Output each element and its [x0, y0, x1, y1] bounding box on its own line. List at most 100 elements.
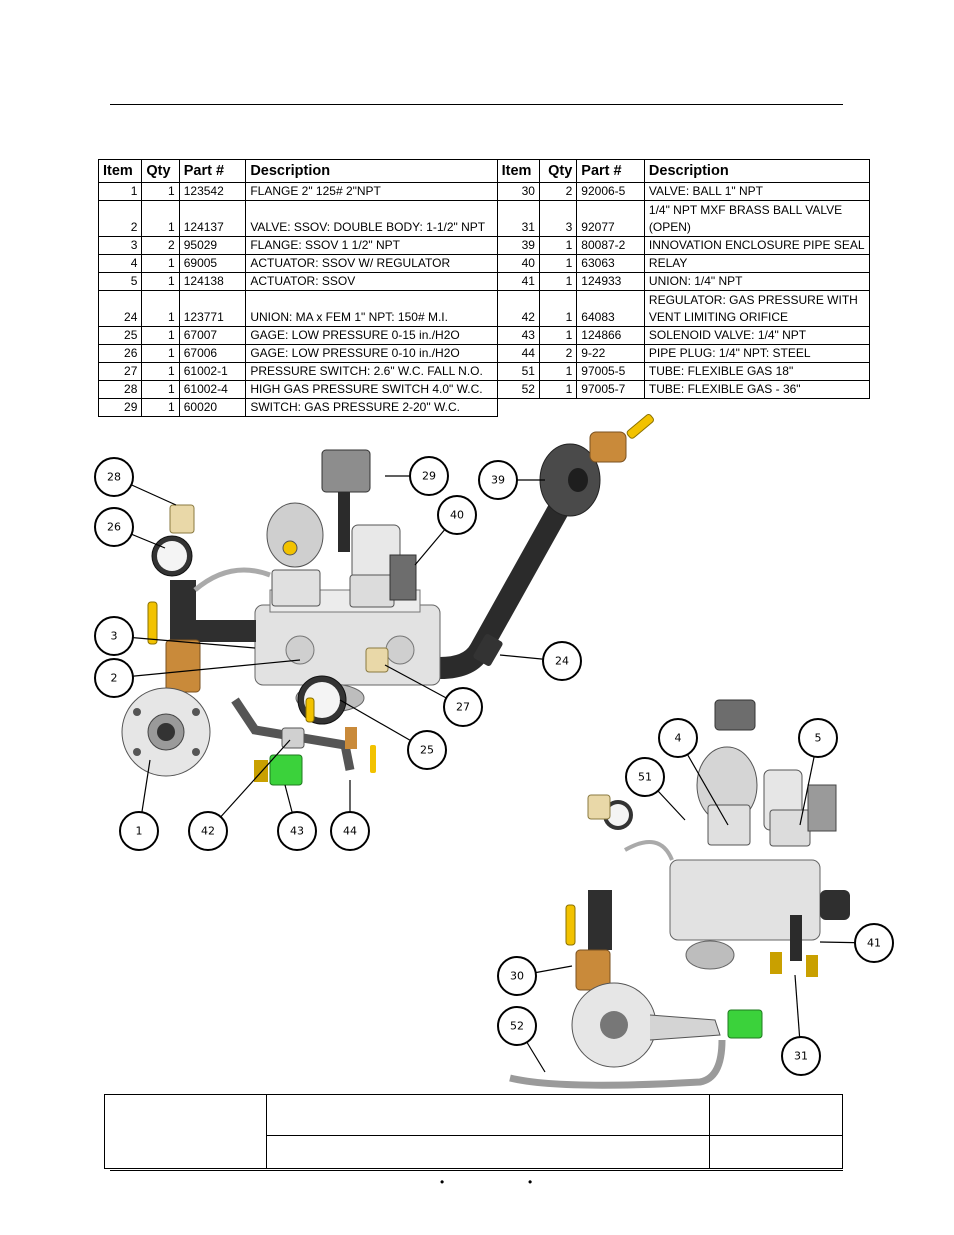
cell-description: TUBE: FLEXIBLE GAS - 36": [643, 380, 871, 399]
header-rule: [110, 104, 843, 105]
callout-label: 39: [491, 474, 505, 487]
header-qty: Qty: [141, 159, 180, 183]
callout-label: 1: [136, 825, 143, 838]
cell-item: 2: [97, 200, 143, 237]
callout-circle: [625, 757, 665, 797]
callout-28: 28: [94, 457, 134, 497]
callout-circle: [443, 687, 483, 727]
cell-part: 92077: [576, 200, 645, 237]
cell-item: 42: [496, 290, 540, 327]
cell-item: 39: [496, 236, 540, 255]
callout-label: 52: [510, 1020, 524, 1033]
callout-25: 25: [407, 730, 447, 770]
callout-circle: [798, 718, 838, 758]
callout-label: 27: [456, 701, 470, 714]
callout-circle: [542, 641, 582, 681]
callout-51: 51: [625, 757, 665, 797]
callout-label: 2: [111, 672, 118, 685]
cell-description: GAGE: LOW PRESSURE 0-15 in./H2O: [245, 326, 498, 345]
callout-3: 3: [94, 616, 134, 656]
title-block-divider-3: [266, 1135, 842, 1136]
callout-circle: [437, 495, 477, 535]
assembly-artwork: [121, 414, 850, 1089]
callout-label: 30: [510, 970, 524, 983]
cell-item: 24: [97, 290, 143, 327]
callout-label: 29: [422, 470, 436, 483]
callout-label: 40: [450, 509, 464, 522]
cell-item: 31: [496, 200, 540, 237]
cell-part: 123542: [178, 182, 247, 201]
callout-42: 42: [188, 811, 228, 851]
callout-leader-42: [207, 739, 291, 832]
cell-description: UNION: MA x FEM 1" NPT: 150# M.I.: [245, 290, 498, 327]
callout-label: 41: [867, 937, 881, 950]
header-description: Description: [643, 159, 871, 183]
cell-item: 25: [97, 326, 143, 345]
cell-description: PIPE PLUG: 1/4" NPT: STEEL: [643, 344, 871, 363]
callout-31: 31: [781, 1036, 821, 1076]
header-part: Part #: [576, 159, 645, 183]
callout-circle: [277, 811, 317, 851]
callout-30: 30: [497, 956, 537, 996]
cell-item: 52: [496, 380, 540, 399]
callout-27: 27: [443, 687, 483, 727]
callout-29: 29: [409, 456, 449, 496]
cell-part: 123771: [178, 290, 247, 327]
cell-part: 124866: [576, 326, 645, 345]
callout-43: 43: [277, 811, 317, 851]
header-description: Description: [245, 159, 498, 183]
callout-label: 3: [111, 630, 118, 643]
callout-leaders: [113, 475, 875, 1073]
callout-circle: [330, 811, 370, 851]
cell-part: 80087-2: [576, 236, 645, 255]
callout-circle: [94, 658, 134, 698]
title-block: [104, 1094, 843, 1169]
callout-label: 31: [794, 1050, 808, 1063]
callout-5: 5: [798, 718, 838, 758]
cell-description: 1/4" NPT MXF BRASS BALL VALVE (OPEN): [643, 200, 871, 237]
callout-circle: [94, 507, 134, 547]
table-header-row: Item Qty Part # Description Item Qty Par…: [97, 159, 871, 183]
callout-circle: [94, 616, 134, 656]
callout-circle: [478, 460, 518, 500]
cell-qty: 1: [141, 398, 180, 417]
cell-qty: 1: [538, 290, 578, 327]
callout-label: 42: [201, 825, 215, 838]
callout-circle: [497, 956, 537, 996]
cell-description: SWITCH: GAS PRESSURE 2-20" W.C.: [245, 398, 498, 417]
callout-44: 44: [330, 811, 370, 851]
callout-circle: [94, 457, 134, 497]
cell-part: 60020: [178, 398, 247, 417]
callout-40: 40: [437, 495, 477, 535]
callout-circle: [854, 923, 894, 963]
header-item: Item: [496, 159, 540, 183]
callout-1: 1: [119, 811, 159, 851]
parts-table-body: Item Qty Part # Description Item Qty Par…: [97, 159, 871, 417]
callout-26: 26: [94, 507, 134, 547]
footer-bullet: •: [528, 1175, 533, 1189]
callout-circle: [119, 811, 159, 851]
cell-description: INNOVATION ENCLOSURE PIPE SEAL: [643, 236, 871, 255]
callout-2: 2: [94, 658, 134, 698]
callout-41: 41: [854, 923, 894, 963]
callout-label: 25: [420, 744, 434, 757]
callout-circle: [497, 1006, 537, 1046]
callout-label: 43: [290, 825, 304, 838]
cell-description: REGULATOR: GAS PRESSURE WITH VENT LIMITI…: [643, 290, 871, 327]
callout-circle: [407, 730, 447, 770]
callout-4: 4: [658, 718, 698, 758]
callout-label: 26: [107, 521, 121, 534]
header-part: Part #: [178, 159, 247, 183]
callout-label: 24: [555, 655, 569, 668]
cell-qty: 1: [538, 380, 578, 399]
callout-label: 44: [343, 825, 357, 838]
cell-qty: 1: [538, 362, 578, 381]
cell-item: 41: [496, 272, 540, 291]
footer-rule: [110, 1170, 843, 1171]
